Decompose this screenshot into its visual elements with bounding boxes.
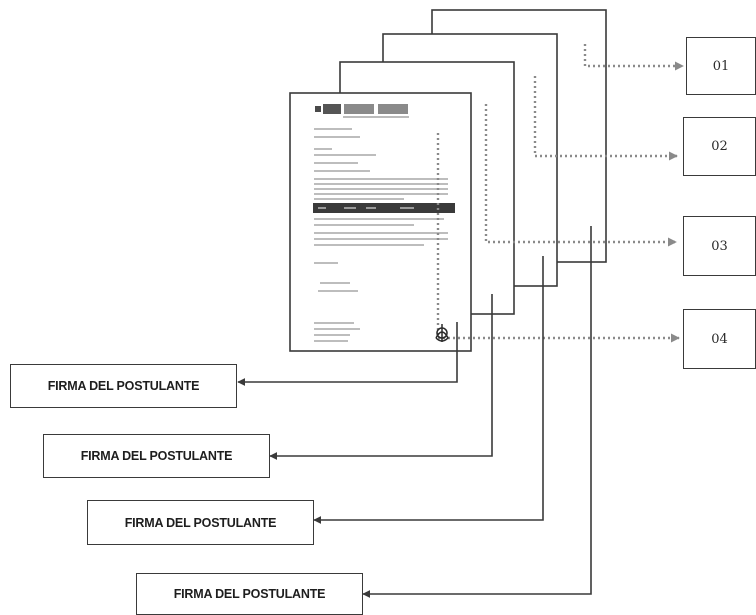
sheet-1 — [289, 92, 472, 352]
signature-line-2 — [269, 294, 493, 460]
signature-line-4 — [362, 226, 592, 598]
signature-line-3 — [313, 256, 544, 524]
signature-icon — [435, 324, 449, 342]
page-number-label: 02 — [711, 139, 728, 154]
signature-line-1 — [237, 322, 458, 386]
connector-02 — [533, 76, 678, 161]
signature-box-label: FIRMA DEL POSTULANTE — [124, 515, 277, 530]
document-highlight-bar — [313, 203, 455, 213]
sheet-stack — [289, 9, 607, 352]
page-number-label: 03 — [711, 238, 728, 254]
signature-box-2: FIRMA DEL POSTULANTE — [43, 434, 270, 478]
signature-box-1: FIRMA DEL POSTULANTE — [10, 364, 237, 408]
page-number-box-03: 03 — [683, 216, 756, 276]
page-number-box-02: 02 — [683, 117, 756, 176]
page-number-connectors — [436, 44, 684, 343]
document-thumbnail — [313, 104, 455, 342]
signature-box-3: FIRMA DEL POSTULANTE — [87, 500, 314, 545]
connector-04 — [436, 133, 680, 343]
page-number-label: 01 — [712, 58, 730, 74]
signature-box-label: FIRMA DEL POSTULANTE — [80, 449, 233, 463]
connector-01 — [583, 44, 684, 71]
connector-03 — [484, 104, 677, 247]
page-number-box-04: 04 — [683, 309, 756, 369]
signature-box-label: FIRMA DEL POSTULANTE — [173, 587, 326, 601]
page-number-label: 04 — [711, 331, 728, 347]
signature-box-label: FIRMA DEL POSTULANTE — [47, 379, 200, 393]
document-bar-marks — [318, 207, 414, 209]
page-number-box-01: 01 — [686, 37, 756, 95]
signature-box-4: FIRMA DEL POSTULANTE — [136, 573, 363, 615]
document-logo — [315, 104, 409, 118]
signature-connectors — [237, 226, 592, 598]
document-text-lines — [314, 128, 448, 342]
